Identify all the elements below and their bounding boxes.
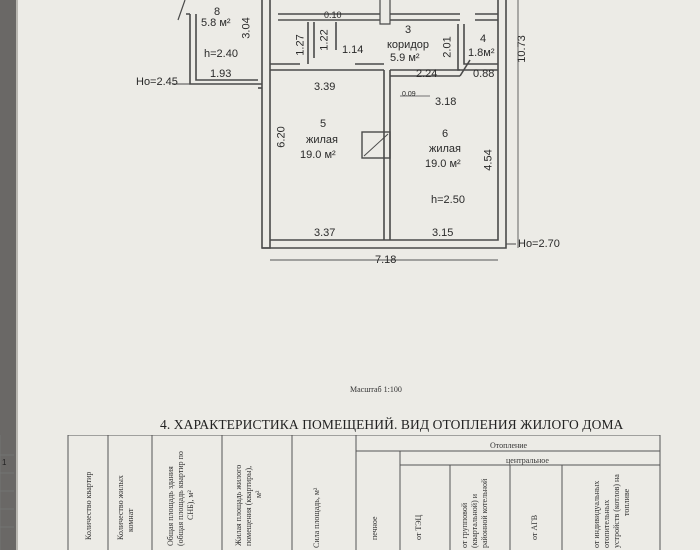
dim-3-04: 3.04 [240,17,253,39]
dim-4-54: 4.54 [482,149,495,171]
dim-3-39: 3.39 [314,81,336,93]
dim-2-24: 2.24 [416,68,438,80]
header-total-area-c: СНБ), м² [186,490,195,520]
page-edge [16,0,18,550]
header-individual-b: отопительных [602,499,611,548]
header-individual-d: топливе [622,488,631,516]
level-left: Ho=2.45 [136,76,178,88]
dim-7-18: 7.18 [375,254,397,266]
room-8-number: 8 [214,6,221,18]
header-apartments-count: Количество квартир [84,471,93,540]
dim-3-37: 3.37 [314,227,336,239]
header-living-area-c: м² [254,490,263,498]
header-group-boiler-a: от групповой [460,502,469,548]
room-5-area: 19.0 м² [300,149,336,161]
header-living-area-b: помещения (квартиры), [244,465,253,546]
binding-shadow [0,0,16,550]
room-3-area: 5.9 м² [390,52,420,64]
dim-2-01: 2.01 [441,36,454,58]
room-8-height: h=2.40 [204,48,238,60]
header-group-boiler-c: районной котельной [480,478,489,548]
header-rooms-count-b: комнат [126,508,135,532]
characteristics-table [0,435,661,550]
dim-0-10: 0.10 [324,10,342,20]
header-individual-c: устройств (котлов) на [612,474,621,548]
room-6-number: 6 [442,128,449,140]
room-3-number: 3 [405,24,412,36]
header-agv: от АГВ [530,514,539,540]
room-8-area: 5.8 м² [201,17,231,29]
dim-1-14: 1.14 [342,44,364,56]
header-heating: Отопление [490,441,528,450]
margin-mark: 1 [2,458,7,467]
document-page [16,0,700,550]
dim-6-20: 6.20 [275,126,288,148]
room-5-name: жилая [306,134,338,146]
header-total-area-a: Общая площадь здания [166,466,175,546]
header-living-area-a: Жилая площадь жилого [234,464,243,546]
header-stove: печное [370,516,379,540]
dim-1-93: 1.93 [210,68,232,80]
header-central: центральное [506,456,549,465]
main-height: h=2.50 [431,194,465,206]
dim-3-18: 3.18 [435,96,457,108]
dim-0-09: 0.09 [402,91,416,98]
room-4-area: 1.8м² [468,47,495,59]
level-right: Ho=2.70 [518,238,560,250]
dim-3-15: 3.15 [432,227,454,239]
header-group-boiler-b: (квартальной) и [470,493,479,548]
header-rooms-count-a: Количество жилых [116,475,125,540]
floor-plan [172,0,519,261]
room-6-area: 19.0 м² [425,158,461,170]
room-6-name: жилая [429,143,461,155]
header-chp: от ТЭЦ [414,514,423,540]
room-5-number: 5 [320,118,327,130]
dim-0-88: 0.88 [473,68,495,80]
header-area: Сила площадь, м² [312,487,321,548]
dim-10-73: 10.73 [515,35,528,63]
scale-label: Масштаб 1:100 [350,385,402,394]
room-3-name: коридор [387,39,429,51]
room-4-number: 4 [480,33,487,45]
header-total-area-b: (общая площадь квартир по [176,451,185,546]
header-individual-a: от индивидуальных [592,480,601,548]
dim-1-27: 1.27 [294,34,307,56]
section-title: 4. ХАРАКТЕРИСТИКА ПОМЕЩЕНИЙ. ВИД ОТОПЛЕН… [160,417,624,432]
dim-1-22: 1.22 [318,29,331,51]
